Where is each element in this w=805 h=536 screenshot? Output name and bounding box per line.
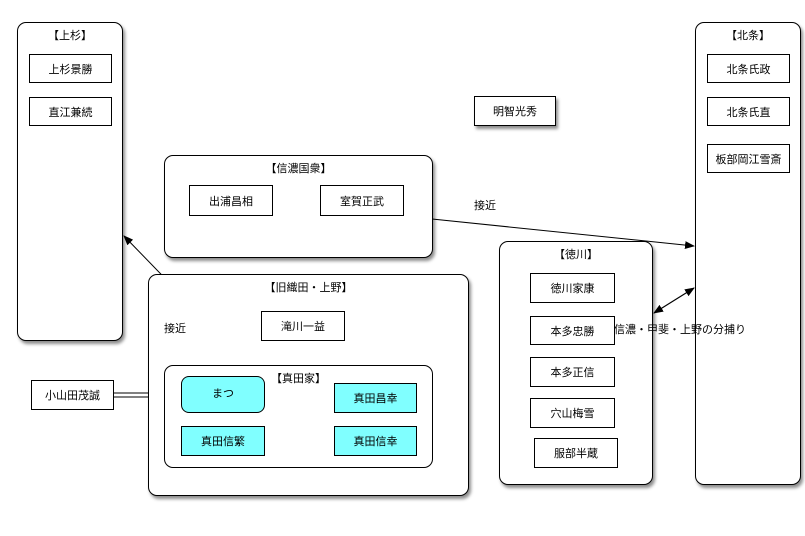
node-sanada-nobuyuki[interactable]: 真田信幸 (334, 426, 417, 456)
node-itabeoka-kosetsusai[interactable]: 板部岡江雪斎 (707, 144, 790, 173)
group-tokugawa-title: 【徳川】 (554, 248, 598, 261)
node-akechi-mitsuhide[interactable]: 明智光秀 (474, 96, 556, 126)
group-kyu-oda-title: 【旧織田・上野】 (264, 281, 353, 294)
edge-label-matsu-uesugi: 接近 (164, 322, 186, 335)
group-hojo-title: 【北条】 (726, 29, 770, 42)
node-sanada-masayuki[interactable]: 真田昌幸 (334, 383, 417, 413)
edge-label-tokugawa-hojo: 信濃・甲斐・上野の分捕り (614, 323, 746, 336)
node-hattori-hanzo[interactable]: 服部半蔵 (534, 438, 618, 468)
edge-label-shinano-hojo: 接近 (474, 199, 496, 212)
node-muroga-masatake[interactable]: 室賀正武 (320, 185, 404, 216)
group-sanada-title: 【真田家】 (271, 372, 326, 385)
group-shinano-title: 【信濃国衆】 (265, 162, 332, 175)
group-uesugi-title: 【上杉】 (48, 29, 92, 42)
group-hojo: 【北条】 (695, 22, 801, 485)
node-hojo-ujimasa[interactable]: 北条氏政 (707, 54, 790, 83)
node-takigawa-kazumasu[interactable]: 滝川一益 (261, 311, 345, 341)
node-anayama-baisetsu[interactable]: 穴山梅雪 (530, 398, 615, 428)
node-sanada-nobushige[interactable]: 真田信繁 (181, 426, 265, 456)
node-oyamada-shigemasa[interactable]: 小山田茂誠 (31, 380, 114, 410)
node-hojo-ujinao[interactable]: 北条氏直 (707, 97, 790, 126)
node-honda-masanobu[interactable]: 本多正信 (530, 357, 615, 387)
node-matsu[interactable]: まつ (181, 376, 265, 413)
node-naoe-kanetsugu[interactable]: 直江兼続 (29, 97, 112, 126)
node-tokugawa-ieyasu[interactable]: 徳川家康 (530, 273, 615, 303)
node-uesugi-kagekatsu[interactable]: 上杉景勝 (29, 54, 112, 83)
node-ideura-masasuke[interactable]: 出浦昌相 (189, 185, 273, 216)
edge-tokugawa-hojo (653, 287, 695, 314)
node-honda-tadakatsu[interactable]: 本多忠勝 (530, 316, 615, 345)
